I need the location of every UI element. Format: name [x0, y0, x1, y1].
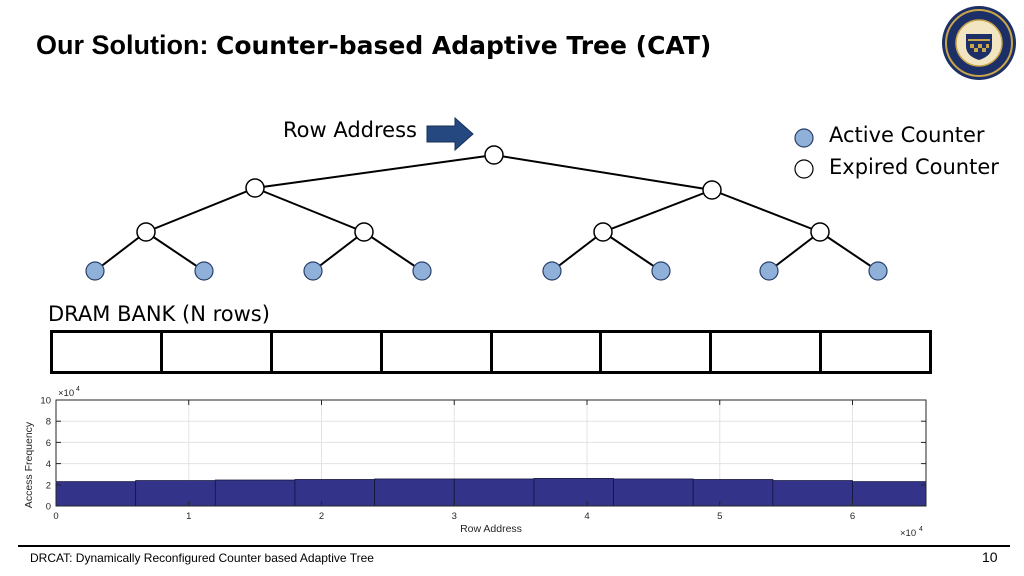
legend-expired-icon [794, 159, 814, 179]
y-tick-label: 6 [46, 438, 51, 449]
dram-bank [50, 330, 932, 374]
histogram-bar [374, 478, 455, 507]
histogram-bar [135, 480, 216, 507]
slide-title: Our Solution: Counter-based Adaptive Tre… [36, 30, 711, 61]
expired-counter-node [136, 222, 156, 242]
plot-frame [55, 399, 927, 507]
dram-row-cell [163, 333, 273, 371]
dram-row-cell [273, 333, 383, 371]
university-seal-logo [942, 6, 1016, 80]
dram-row-cell [493, 333, 603, 371]
legend-active-icon [794, 128, 814, 148]
histogram-bar [55, 481, 137, 507]
y-axis-label: Access Frequency [23, 421, 35, 508]
y-tick-label: 8 [46, 417, 51, 428]
x-multiplier: ×10 [900, 528, 916, 539]
expired-counter-node [245, 178, 265, 198]
histogram-bar [294, 479, 376, 507]
legend-active-label: Active Counter [829, 123, 985, 147]
row-address-label: Row Address [283, 118, 417, 142]
dram-row-cell [383, 333, 493, 371]
dram-row-cell [822, 333, 929, 371]
histogram-bar [214, 479, 296, 507]
histogram-bar [453, 478, 535, 507]
x-tick-label: 2 [319, 511, 324, 522]
footer-text: DRCAT: Dynamically Reconfigured Counter … [30, 551, 374, 565]
y-tick-label: 4 [46, 459, 51, 470]
tree-diagram [85, 116, 888, 281]
expired-counter-node [354, 222, 374, 242]
active-counter-node [868, 261, 888, 281]
active-counter-node [759, 261, 779, 281]
x-tick-label: 5 [717, 511, 722, 522]
dram-row-cell [53, 333, 163, 371]
expired-counter-node [593, 222, 613, 242]
slide-title-rest: Counter-based Adaptive Tree (CAT) [215, 31, 712, 60]
y-multiplier: ×10 [58, 388, 74, 399]
x-tick-label: 4 [584, 511, 589, 522]
x-multiplier-exp: 4 [919, 526, 923, 533]
active-counter-node [542, 261, 562, 281]
histogram-bar [692, 479, 774, 507]
row-address-arrow-icon [426, 116, 474, 152]
y-multiplier-exp: 4 [76, 386, 80, 393]
histogram-bar [613, 478, 694, 507]
y-tick-label: 2 [46, 480, 51, 491]
y-tick-label: 0 [46, 502, 51, 513]
active-counter-node [85, 261, 105, 281]
x-tick-label: 1 [186, 511, 191, 522]
active-counter-node [412, 261, 432, 281]
dram-row-cell [712, 333, 823, 371]
slide-title-bold: Our Solution: [36, 30, 209, 60]
expired-counter-node [484, 145, 504, 165]
expired-counter-node [810, 222, 830, 242]
expired-counter-node [702, 180, 722, 200]
active-counter-node [651, 261, 671, 281]
page-number: 10 [982, 549, 998, 565]
dram-row-cell [602, 333, 713, 371]
legend-expired-label: Expired Counter [829, 155, 999, 179]
x-tick-label: 0 [53, 511, 58, 522]
x-tick-label: 3 [452, 511, 457, 522]
x-tick-label: 6 [850, 511, 855, 522]
histogram-bar [852, 481, 927, 507]
histogram-bar [533, 478, 614, 507]
active-counter-node [303, 261, 323, 281]
x-axis-label: Row Address [460, 523, 522, 535]
dram-bank-label: DRAM BANK (N rows) [48, 302, 270, 326]
footer-divider [18, 545, 1010, 547]
y-tick-label: 10 [40, 396, 51, 407]
active-counter-node [194, 261, 214, 281]
histogram-bar [772, 480, 853, 507]
